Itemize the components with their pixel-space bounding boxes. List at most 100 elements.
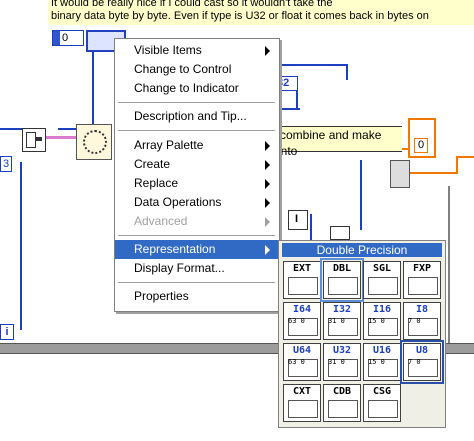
wire-32-h[interactable]: [278, 108, 300, 110]
menu-label: Visible Items: [134, 43, 202, 57]
combine-label: combine and make into: [278, 126, 402, 158]
tile-bit-range: 7 0: [408, 317, 421, 325]
tile-label: FXP: [412, 263, 432, 274]
tile-label: CSG: [372, 386, 392, 397]
representation-tile-ext[interactable]: EXT: [283, 261, 321, 299]
wire-left-vertical[interactable]: [20, 162, 22, 330]
tile-bit-range: 7 0: [408, 358, 421, 366]
menu-separator: [118, 102, 275, 104]
tile-bit-range: 63 0: [288, 317, 305, 325]
menu-label: Description and Tip...: [134, 109, 247, 123]
menu-item-description-and-tip[interactable]: Description and Tip...: [115, 107, 279, 126]
wire-vertical[interactable]: [92, 50, 94, 130]
representation-tile-csg[interactable]: CSG: [363, 384, 401, 422]
tile-label: U8: [415, 345, 429, 356]
tile-label: DBL: [332, 263, 352, 274]
tile-label: I32: [332, 304, 352, 315]
menu-separator: [118, 130, 275, 132]
loop-frame-border: [0, 343, 474, 354]
tile-label: EXT: [292, 263, 312, 274]
build-array-node[interactable]: [22, 128, 46, 152]
menu-label: Change to Indicator: [134, 81, 239, 95]
comment-line-2: binary data byte by byte. Even if type i…: [51, 10, 429, 22]
menu-item-properties[interactable]: Properties: [115, 287, 279, 306]
menu-item-display-format[interactable]: Display Format...: [115, 259, 279, 278]
tile-bit-range: 63 0: [288, 358, 305, 366]
submenu-arrow-icon: [265, 245, 270, 255]
menu-item-replace[interactable]: Replace: [115, 174, 279, 193]
menu-item-change-to-indicator[interactable]: Change to Indicator: [115, 79, 279, 98]
menu-item-array-palette[interactable]: Array Palette: [115, 136, 279, 155]
wire-orange-a[interactable]: [400, 148, 408, 150]
bit-layout-icon: [408, 359, 438, 377]
menu-label: Replace: [134, 176, 179, 190]
menu-separator: [118, 282, 275, 284]
menu-item-advanced: Advanced: [115, 212, 279, 231]
menu-label: Change to Control: [134, 62, 232, 76]
menu-item-change-to-control[interactable]: Change to Control: [115, 60, 279, 79]
wire-orange-c[interactable]: [456, 156, 458, 174]
representation-tile-fxp[interactable]: FXP: [403, 261, 441, 299]
tile-label: U32: [332, 345, 352, 356]
menu-item-representation[interactable]: Representation: [115, 240, 279, 259]
tile-bit-range: 15 0: [368, 317, 385, 325]
palette-title: Double Precision: [282, 243, 442, 257]
menu-label: Data Operations: [134, 195, 222, 209]
submenu-arrow-icon: [265, 46, 270, 56]
spinner-icon: [53, 31, 60, 45]
representation-tile-cxt[interactable]: CXT: [283, 384, 321, 422]
to-indicator-node[interactable]: I: [288, 210, 308, 230]
menu-item-visible-items[interactable]: Visible Items: [115, 41, 279, 60]
wire-right-vertical[interactable]: [360, 160, 362, 230]
indicator-three[interactable]: 3: [0, 156, 12, 172]
bit-layout-icon: [328, 318, 358, 336]
wire-orange-d[interactable]: [456, 156, 474, 158]
wire-top[interactable]: [346, 64, 348, 80]
submenu-arrow-icon: [265, 198, 270, 208]
function-node[interactable]: [76, 124, 112, 160]
bit-layout-icon: [368, 400, 398, 418]
indicator-zero[interactable]: 0: [414, 138, 428, 153]
wire-left-h[interactable]: [0, 128, 22, 130]
wire-top-h[interactable]: [278, 64, 348, 66]
menu-item-data-operations[interactable]: Data Operations: [115, 193, 279, 212]
tile-label: U16: [372, 345, 392, 356]
small-node[interactable]: [330, 226, 350, 240]
bit-layout-icon: [408, 277, 438, 295]
bit-layout-icon: [288, 277, 318, 295]
numeric-constant[interactable]: 0: [52, 30, 84, 46]
tile-label: SGL: [372, 263, 392, 274]
bit-layout-icon: [288, 318, 318, 336]
tile-label: CXT: [292, 386, 312, 397]
menu-label: Representation: [134, 242, 216, 256]
menu-label: Properties: [134, 289, 189, 303]
wire-gray[interactable]: [448, 186, 450, 346]
representation-tile-dbl[interactable]: DBL: [320, 258, 364, 302]
wire-32-down[interactable]: [296, 88, 298, 110]
comment-line-1: It would be really nice if I could cast …: [51, 0, 333, 9]
menu-separator: [118, 235, 275, 237]
tile-label: CDB: [332, 386, 352, 397]
tile-label: I8: [415, 304, 429, 315]
representation-tile-cdb[interactable]: CDB: [323, 384, 361, 422]
select-node[interactable]: [390, 160, 410, 188]
wire-mid-vertical[interactable]: [310, 214, 312, 244]
constant-32[interactable]: 32: [276, 76, 298, 91]
iteration-terminal: i: [0, 324, 14, 340]
wire-cluster[interactable]: [46, 136, 76, 139]
bit-layout-icon: [328, 400, 358, 418]
wire-orange-b[interactable]: [398, 172, 458, 174]
context-menu: Visible Items Change to Control Change t…: [114, 38, 280, 312]
representation-tile-sgl[interactable]: SGL: [363, 261, 401, 299]
menu-item-create[interactable]: Create: [115, 155, 279, 174]
submenu-arrow-icon: [265, 160, 270, 170]
